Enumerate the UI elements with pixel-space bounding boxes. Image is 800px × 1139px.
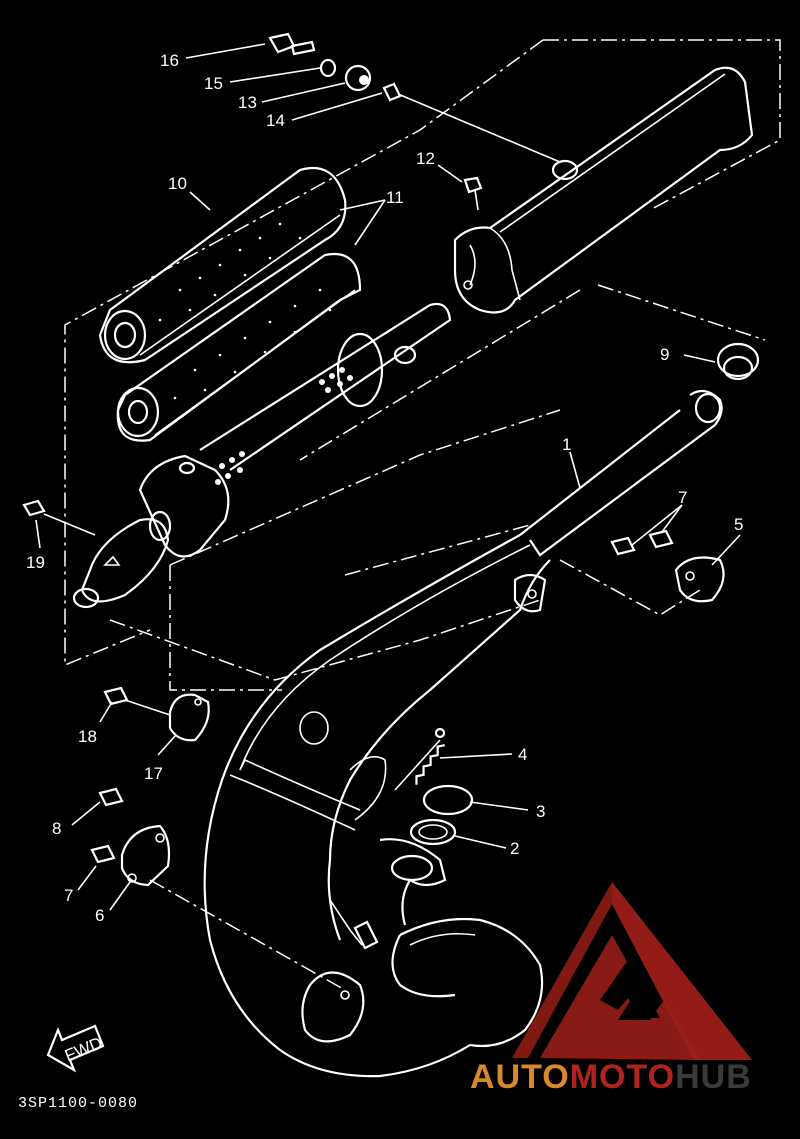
callout-8: 8	[52, 819, 61, 838]
silencer-packing-10-11	[98, 166, 362, 442]
callout-11: 11	[386, 188, 404, 207]
watermark-hub: HUB	[675, 1058, 752, 1096]
muffler-hardware-16-15-13-14	[268, 32, 561, 163]
inner-perforated-tube	[199, 302, 452, 485]
callout-16: 16	[160, 51, 179, 70]
brackets-and-bolts	[90, 529, 725, 887]
automotohub-logo	[512, 882, 752, 1060]
rubber-joint-9	[716, 342, 760, 381]
callout-numbers: 1 2 3 4 5 6 7 7 8 9 10 11 12 13 14 15 16…	[26, 51, 743, 925]
watermark-moto: MOTO	[570, 1058, 675, 1096]
callout-3: 3	[536, 802, 545, 821]
packing-texture	[158, 222, 332, 400]
assembly-dashed-lines	[64, 39, 781, 991]
watermark-auto: AUTO	[470, 1058, 570, 1096]
callout-12: 12	[416, 149, 435, 168]
drawing-code: 3SP1100-0080	[18, 1095, 138, 1112]
callout-1: 1	[562, 435, 571, 454]
callout-14: 14	[266, 111, 285, 130]
muffler-outer-shell	[453, 66, 754, 314]
callout-2: 2	[510, 839, 519, 858]
callout-15: 15	[204, 74, 223, 93]
callout-17: 17	[144, 764, 163, 783]
spring-gaskets-2-3-4	[394, 727, 474, 846]
callout-19: 19	[26, 553, 45, 572]
callout-7a: 7	[678, 488, 687, 507]
callout-10: 10	[168, 174, 187, 193]
callout-18: 18	[78, 727, 97, 746]
silencer-joint	[22, 454, 230, 609]
callout-13: 13	[238, 93, 257, 112]
callout-7b: 7	[64, 886, 73, 905]
forward-arrow-icon: FWD	[46, 1024, 105, 1073]
leader-lines	[35, 43, 741, 911]
callout-6: 6	[95, 906, 104, 925]
watermark-text: AUTOMOTOHUB	[470, 1058, 752, 1096]
callout-4: 4	[518, 745, 527, 764]
callout-9: 9	[660, 345, 669, 364]
callout-5: 5	[734, 515, 743, 534]
exhaust-pipe-1	[203, 389, 723, 1078]
